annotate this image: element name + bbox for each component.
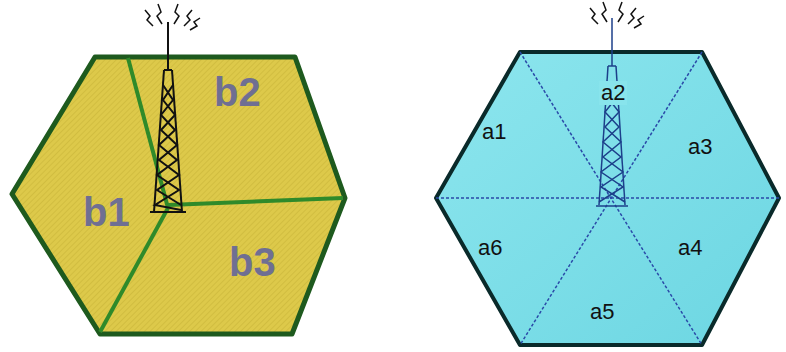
hexagon-cell: [436, 52, 779, 345]
signal-waves: [590, 2, 644, 28]
sector-label: b1: [83, 192, 130, 232]
hexagon-cell: [12, 57, 345, 334]
antenna-tower: [596, 18, 628, 206]
sector-label: a3: [688, 136, 712, 158]
signal-waves: [145, 4, 200, 30]
sector-label: a4: [678, 237, 702, 259]
sector-label: a2: [599, 81, 627, 105]
sector-label: a6: [478, 237, 502, 259]
antenna-tower: [150, 22, 186, 212]
sector-lines: [436, 52, 779, 345]
sector-label: b3: [229, 242, 276, 282]
sector-lines: [100, 58, 343, 332]
sector-label: a1: [482, 121, 506, 143]
sector-label: b2: [214, 72, 261, 112]
sector-label: a5: [590, 301, 614, 323]
